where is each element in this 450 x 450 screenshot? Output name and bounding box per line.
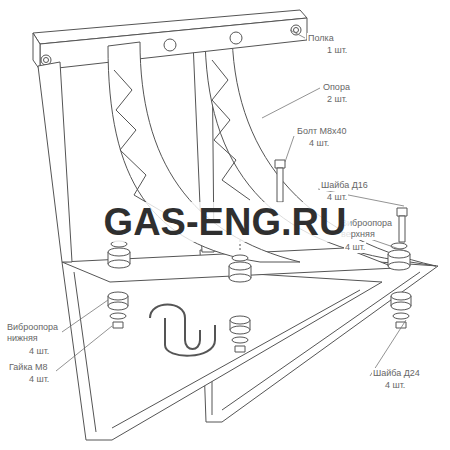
front-rib [112, 290, 360, 428]
lower-vibro-mounts [108, 292, 411, 334]
quantity: 4 шт. [384, 380, 406, 391]
shelf-hole [294, 28, 299, 33]
shelf-front [40, 18, 307, 70]
truss [114, 70, 168, 215]
part-name: Гайка М8 [8, 362, 49, 373]
part-name: Болт М8х40 [296, 126, 348, 137]
upper-vibro-mounts [108, 248, 410, 282]
shelf-bolt [230, 32, 242, 44]
quantity: 4 шт. [28, 374, 50, 385]
shelf-bolt [164, 39, 176, 51]
front-support-back [38, 62, 72, 262]
part-name: Полка [307, 33, 335, 44]
logo [150, 305, 215, 356]
part-name: Шайба Д24 [372, 368, 421, 379]
leader-lines [56, 30, 408, 376]
quantity: 2 шт. [326, 94, 348, 105]
part-name: Шайба Д16 [320, 180, 369, 191]
part-name: Опора [322, 82, 351, 93]
watermark: GAS-ENG.RU [100, 202, 351, 242]
truss [212, 60, 250, 200]
quantity: 1 шт. [326, 45, 348, 56]
quantity: 4 шт. [344, 242, 366, 253]
part-name: Виброопора нижняя [6, 322, 62, 344]
washers-d24 [110, 313, 409, 343]
washers-d16 [111, 241, 407, 261]
nuts-m8 [113, 322, 406, 352]
quantity: 4 шт. [28, 346, 50, 357]
front-rib [74, 272, 96, 432]
quantity: 4 шт. [308, 138, 330, 149]
shelf-hole [44, 58, 49, 63]
front-support-base [62, 262, 382, 440]
shelf-end [33, 33, 40, 70]
